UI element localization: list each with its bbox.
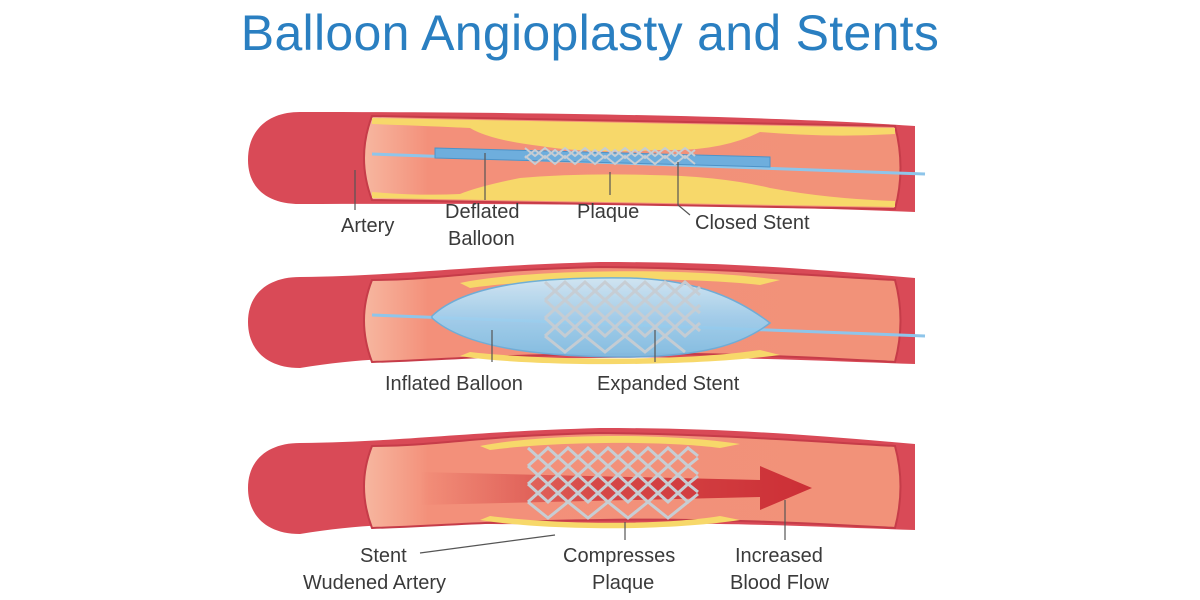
label-blood-flow: Blood Flow bbox=[730, 572, 829, 594]
plaque-bottom bbox=[480, 516, 740, 529]
closed-stent bbox=[524, 146, 696, 166]
closed-stent-leader bbox=[677, 162, 691, 216]
plaque-top bbox=[480, 435, 740, 450]
label-closed-stent: Closed Stent bbox=[695, 212, 810, 234]
label-increased: Increased bbox=[735, 545, 823, 567]
label-plaque: Plaque bbox=[577, 201, 639, 223]
expanded-stent bbox=[543, 279, 701, 354]
label-deflated-balloon-line2: Balloon bbox=[448, 228, 515, 250]
plaque-top bbox=[372, 118, 895, 152]
label-deflated-balloon-line1: Deflated bbox=[445, 201, 520, 223]
label-stent: Stent bbox=[360, 545, 407, 567]
stage-3-widened: Stent Wudened Artery Compresses Plaque I… bbox=[248, 428, 915, 594]
plaque-bottom bbox=[372, 174, 895, 207]
plaque-top bbox=[460, 271, 780, 288]
label-compresses-plaque: Plaque bbox=[592, 572, 654, 594]
stent-widened-leader bbox=[419, 534, 556, 554]
label-expanded-stent: Expanded Stent bbox=[597, 373, 740, 395]
stage-2-inflated: Inflated Balloon Expanded Stent bbox=[248, 262, 926, 395]
label-artery: Artery bbox=[341, 215, 394, 237]
stage-1-deflated: Artery Deflated Balloon Plaque Closed St… bbox=[248, 112, 926, 250]
page-title: Balloon Angioplasty and Stents bbox=[240, 5, 940, 61]
blood-flow-arrow bbox=[420, 466, 812, 510]
label-widened-artery: Wudened Artery bbox=[303, 572, 446, 594]
label-inflated-balloon: Inflated Balloon bbox=[385, 373, 523, 395]
widened-stent bbox=[526, 445, 699, 520]
plaque-bottom bbox=[460, 350, 780, 365]
label-compresses: Compresses bbox=[563, 545, 675, 567]
